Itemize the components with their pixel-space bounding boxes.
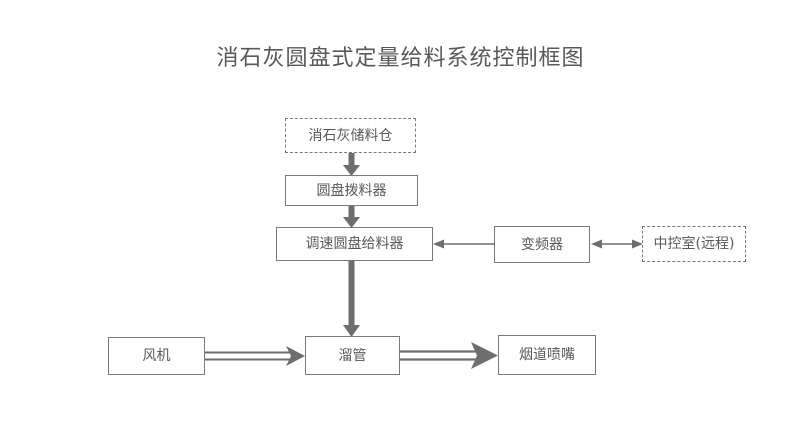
node-chute[interactable]: 溜管	[305, 336, 400, 375]
node-storage-silo[interactable]: 消石灰储料仓	[285, 118, 416, 153]
edge-blower-to-chute	[205, 346, 305, 366]
node-flue-nozzle[interactable]: 烟道喷嘴	[498, 335, 596, 375]
edge-feeder-to-chute	[343, 261, 360, 337]
node-speed-feeder[interactable]: 调速圆盘给料器	[276, 227, 433, 261]
node-inverter[interactable]: 变频器	[494, 226, 590, 263]
node-speed-feeder-label: 调速圆盘给料器	[305, 236, 404, 252]
node-disc-dialer[interactable]: 圆盘拨料器	[285, 175, 418, 206]
node-storage-silo-label: 消石灰储料仓	[308, 127, 393, 144]
node-inverter-label: 变频器	[521, 236, 563, 253]
node-disc-dialer-label: 圆盘拨料器	[316, 182, 387, 199]
node-control-room[interactable]: 中控室(远程)	[642, 226, 746, 262]
edge-chute-to-nozzle	[400, 342, 498, 369]
node-chute-label: 溜管	[338, 347, 367, 364]
edge-silo-to-dialer	[343, 153, 360, 176]
edge-dialer-to-feeder	[343, 206, 360, 228]
node-blower[interactable]: 风机	[108, 337, 205, 375]
node-blower-label: 风机	[142, 348, 171, 364]
page-title: 消石灰圆盘式定量给料系统控制框图	[216, 46, 585, 71]
edge-inverter-control-room	[591, 239, 643, 249]
node-control-room-label: 中控室(远程)	[653, 236, 735, 252]
edge-inverter-to-feeder	[433, 239, 494, 249]
node-flue-nozzle-label: 烟道喷嘴	[519, 347, 575, 363]
